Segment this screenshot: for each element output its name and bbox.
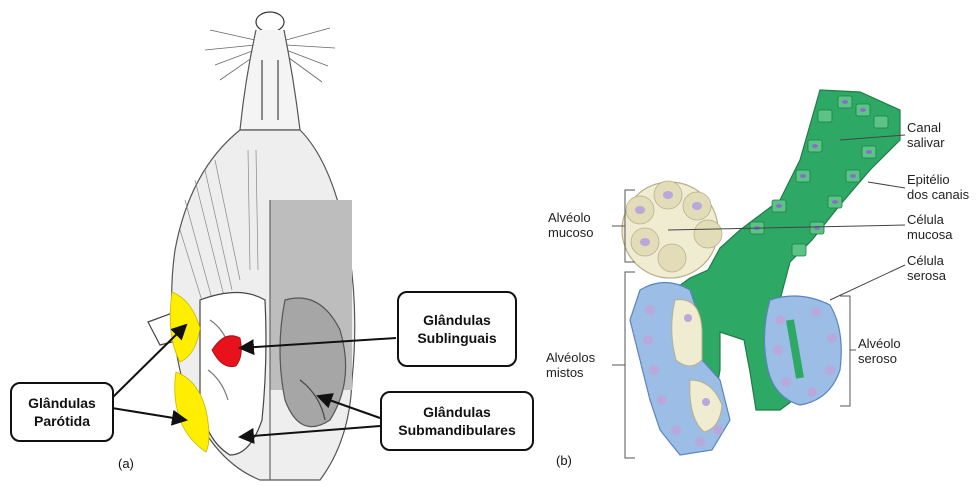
serous-alveolus	[764, 296, 841, 405]
label-alveolo-seroso: Alvéolo seroso	[858, 336, 901, 366]
label-alveolos-mistos: Alvéolos mistos	[546, 350, 595, 380]
label-epitelio: Epitélio dos canais	[907, 172, 969, 202]
label-celula-mucosa-line2: mucosa	[907, 227, 953, 242]
callout-sublingual-line1: Glândulas	[423, 311, 491, 329]
label-epitelio-line2: dos canais	[907, 187, 969, 202]
panel-a-label: (a)	[118, 456, 134, 471]
panel-b-label: (b)	[556, 453, 572, 468]
label-alveolos-mistos-line1: Alvéolos	[546, 350, 595, 365]
label-celula-serosa-line2: serosa	[907, 268, 946, 283]
label-alveolo-mucoso-line1: Alvéolo	[548, 210, 594, 225]
label-alveolo-mucoso: Alvéolo mucoso	[548, 210, 594, 240]
label-canal-line2: salivar	[907, 135, 945, 150]
label-celula-serosa: Célula serosa	[907, 253, 946, 283]
label-celula-mucosa: Célula mucosa	[907, 212, 953, 242]
label-alveolo-seroso-line1: Alvéolo	[858, 336, 901, 351]
callout-submandibular: Glândulas Submandibulares	[380, 391, 534, 451]
callout-submandibular-line2: Submandibulares	[398, 421, 515, 439]
gland-histology	[622, 90, 900, 455]
label-alveolos-mistos-line2: mistos	[546, 365, 595, 380]
label-canal-line1: Canal	[907, 120, 945, 135]
callout-sublingual-line2: Sublinguais	[417, 329, 496, 347]
label-epitelio-line1: Epitélio	[907, 172, 969, 187]
label-celula-mucosa-line1: Célula	[907, 212, 953, 227]
leader-epitelio	[868, 182, 905, 188]
bracket-seroso	[840, 296, 856, 406]
label-alveolo-mucoso-line2: mucoso	[548, 225, 594, 240]
label-alveolo-seroso-line2: seroso	[858, 351, 901, 366]
callout-sublingual: Glândulas Sublinguais	[397, 291, 517, 367]
bracket-mistos	[612, 272, 635, 458]
callout-parotid-line2: Parótida	[34, 412, 90, 430]
label-canal-salivar: Canal salivar	[907, 120, 945, 150]
leader-celula-serosa	[830, 265, 905, 300]
callout-parotid-line1: Glândulas	[28, 394, 96, 412]
callout-submandibular-line1: Glândulas	[423, 403, 491, 421]
callout-parotid: Glândulas Parótida	[10, 382, 114, 442]
label-celula-serosa-line1: Célula	[907, 253, 946, 268]
arrow-parotid-lower	[112, 408, 186, 420]
